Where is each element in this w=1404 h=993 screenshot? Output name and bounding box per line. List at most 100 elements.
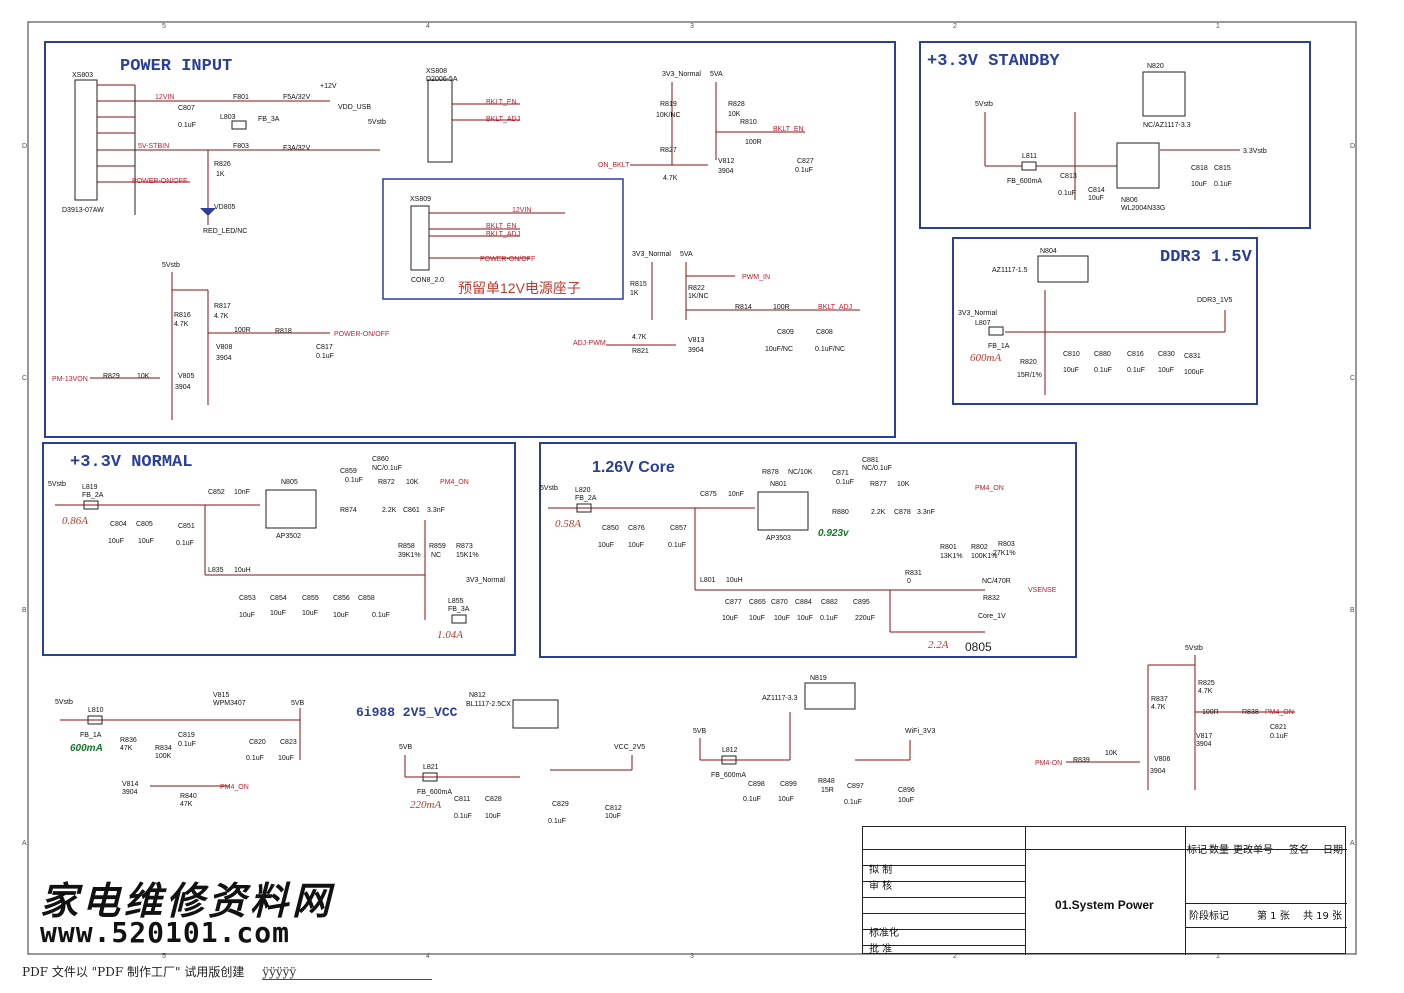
r831-label: R831 xyxy=(905,570,922,577)
c858-label: C858 xyxy=(358,595,375,602)
r803-label: R803 xyxy=(998,541,1015,548)
c877-value: 10uF xyxy=(722,615,738,622)
c820-label: C820 xyxy=(249,739,266,746)
v806-type: 3904 xyxy=(1150,768,1166,775)
c870-label: C870 xyxy=(771,599,788,606)
current-core-v: 0.923v xyxy=(818,528,850,539)
grid-label-top: 4 xyxy=(426,23,430,30)
r826-value: 1K xyxy=(216,171,225,178)
wpm-label: WPM3407 xyxy=(213,700,246,707)
con8-label: CON8_2.0 xyxy=(411,277,444,284)
r816-value: 4.7K xyxy=(174,321,189,328)
r838-value: 100R xyxy=(1202,709,1219,716)
n806-label: N806 xyxy=(1121,197,1138,204)
r802-label: R802 xyxy=(971,544,988,551)
c817-label: C817 xyxy=(316,344,333,351)
c851-value: 0.1uF xyxy=(176,540,194,547)
l855-bead xyxy=(451,614,467,624)
c807-value: 0.1uF xyxy=(178,122,196,129)
r880-label: R880 xyxy=(832,509,849,516)
reserve-note: 预留单12V电源座子 xyxy=(458,280,581,296)
c855-label: C855 xyxy=(302,595,319,602)
net-pm4-on-4: PM4_ON xyxy=(1265,709,1294,716)
r859-value: NC xyxy=(431,552,441,559)
v812-label: V812 xyxy=(718,158,734,165)
c899-label: C899 xyxy=(780,781,797,788)
l820-label: L820 xyxy=(575,487,591,494)
c827-value: 0.1uF xyxy=(795,167,813,174)
grid-label-top: 1 xyxy=(1216,953,1220,960)
sheet-frame xyxy=(27,21,1357,955)
r814-value: 100R xyxy=(773,304,790,311)
v5vstb-label-5: 5Vstb xyxy=(540,485,558,492)
r873-label: R873 xyxy=(456,543,473,550)
r821-label: R821 xyxy=(632,348,649,355)
c815-label: C815 xyxy=(1214,165,1231,172)
c828-value: 10uF xyxy=(485,813,501,820)
l811-label: L811 xyxy=(1022,153,1037,160)
c881-value: NC/0.1uF xyxy=(862,465,892,472)
r827-label: R827 xyxy=(660,147,677,154)
v5vb-label-2: 5VB xyxy=(399,744,413,751)
r838-label: R838 xyxy=(1242,709,1259,716)
grid-label-side: D xyxy=(1350,143,1355,150)
c816-label: C816 xyxy=(1127,351,1144,358)
c818-label: C818 xyxy=(1191,165,1208,172)
tb-sheet: 第 1 张 xyxy=(1257,911,1290,922)
c860-value: NC/0.1uF xyxy=(372,465,402,472)
r803-value: 27K1% xyxy=(993,550,1016,557)
grid-label-top: 1 xyxy=(1216,23,1220,30)
net-on-bklt: ON_BKLT xyxy=(598,162,630,169)
r801-label: R801 xyxy=(940,544,957,551)
c812-label: C812 xyxy=(605,805,622,812)
r858-value: 39K1% xyxy=(398,552,421,559)
n819-label: N819 xyxy=(810,675,827,682)
c818-value: 10uF xyxy=(1191,181,1207,188)
tb-h-sign: 签名 xyxy=(1289,845,1309,856)
red-led-label: RED_LED/NC xyxy=(203,228,247,235)
v815-label: V815 xyxy=(213,692,229,699)
c878-label: C878 xyxy=(894,509,911,516)
tb-h-qty: 数量 xyxy=(1209,845,1229,856)
net-adj-pwm: ADJ-PWM xyxy=(573,340,606,347)
c884-label: C884 xyxy=(795,599,812,606)
net-pwm-in: PWM_IN xyxy=(742,274,770,281)
c859-label: C859 xyxy=(340,468,357,475)
r820-value: 15R/1% xyxy=(1017,372,1042,379)
ddr15-label: DDR3_1V5 xyxy=(1197,297,1233,304)
c821-value: 0.1uF xyxy=(1270,733,1288,740)
n804-chip xyxy=(1037,255,1089,283)
r814-label: R814 xyxy=(735,304,752,311)
watermark-url: www.520101.com xyxy=(40,916,291,949)
v5va-label-1: 5VA xyxy=(710,71,723,78)
grid-label-top: 3 xyxy=(690,23,694,30)
ap3502-label: AP3502 xyxy=(276,533,301,540)
v5vb-label-3: 5VB xyxy=(693,728,707,735)
grid-label-side: D xyxy=(22,143,27,150)
d2006-label: D2006-5A xyxy=(426,76,458,83)
n805-chip xyxy=(265,489,317,529)
r802-value: 100K1% xyxy=(971,553,997,560)
f3a-label: F3A/32V xyxy=(283,145,311,152)
c813-value: 0.1uF xyxy=(1058,190,1076,197)
v5vstb-label-6: 5Vstb xyxy=(55,699,73,706)
c830-value: 10uF xyxy=(1158,367,1174,374)
r858-label: R858 xyxy=(398,543,415,550)
l821-value: FB_600mA xyxy=(417,789,452,796)
r816-label: R816 xyxy=(174,312,191,319)
c808-value: 0.1uF/NC xyxy=(815,346,845,353)
vcc25-label: VCC_2V5 xyxy=(614,744,645,751)
r873-value: 15K1% xyxy=(456,552,479,559)
c814-label: C814 xyxy=(1088,187,1105,194)
v813-type: 3904 xyxy=(688,347,704,354)
tb-check: 审 核 xyxy=(869,881,893,892)
v808-label: V808 xyxy=(216,344,232,351)
r829-value: 10K xyxy=(137,373,150,380)
current-core-in: 0.58A xyxy=(555,518,581,530)
r832-label: R832 xyxy=(983,595,1000,602)
c853-label: C853 xyxy=(239,595,256,602)
r819-label: R819 xyxy=(660,101,677,108)
v33stb-label: 3.3Vstb xyxy=(1243,148,1267,155)
tb-std: 标准化 xyxy=(869,928,899,939)
